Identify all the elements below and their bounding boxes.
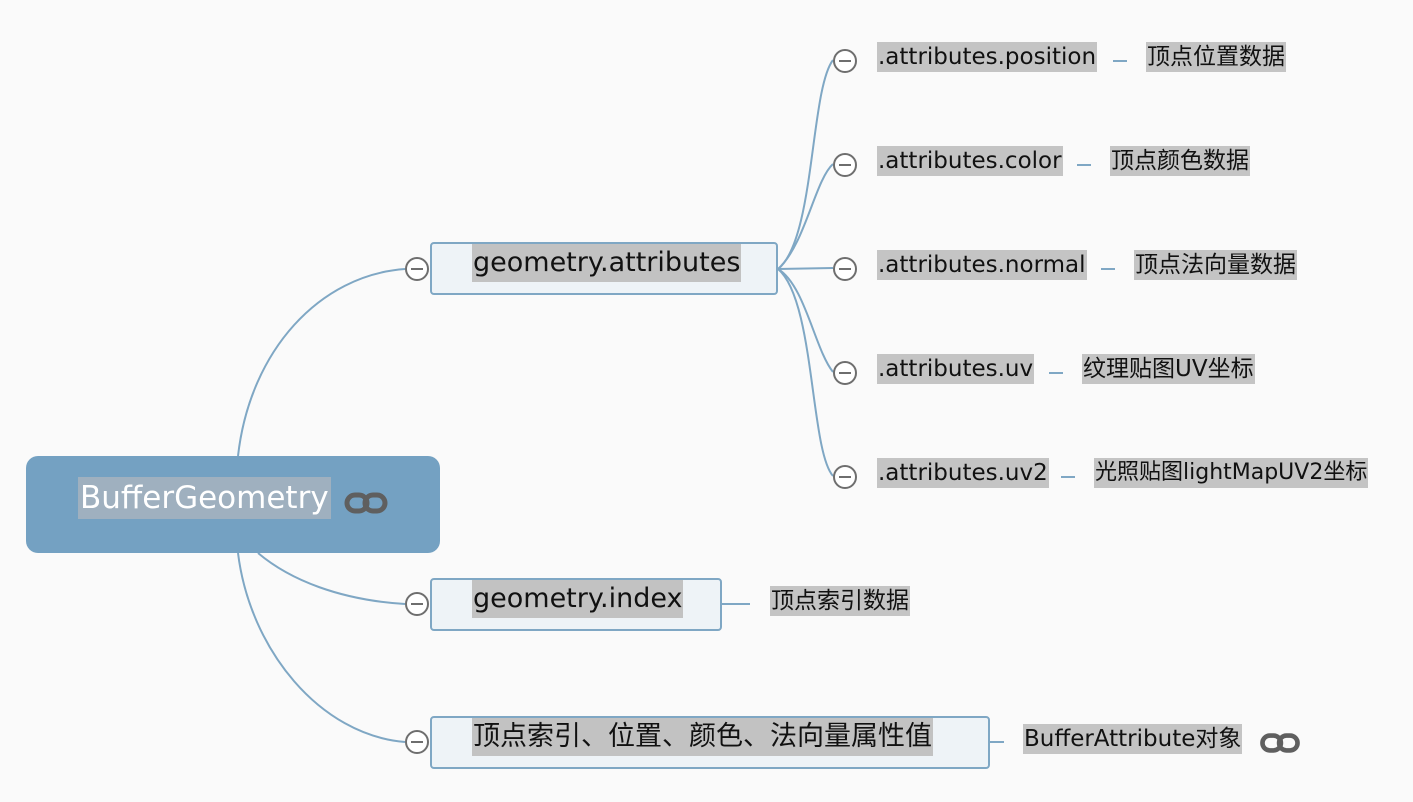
leaf-desc-index[interactable]: 顶点索引数据 xyxy=(770,586,910,616)
leaf-key-normal[interactable]: .attributes.normal xyxy=(877,250,1087,280)
connector-attr-color xyxy=(777,163,834,270)
connector-root-index xyxy=(257,552,406,605)
collapse-toggle-uv[interactable] xyxy=(833,361,857,385)
leaf-key-color[interactable]: .attributes.color xyxy=(877,146,1063,176)
root-node[interactable]: BufferGeometry xyxy=(26,456,440,553)
branch-node-index[interactable]: geometry.index xyxy=(430,578,722,631)
connector-attr-uv2 xyxy=(777,268,834,477)
connector-root-values xyxy=(237,552,406,743)
branch-node-label: geometry.index xyxy=(472,580,684,618)
branch-node-label: 顶点索引、位置、颜色、法向量属性值 xyxy=(472,718,933,756)
collapse-toggle-attributes[interactable] xyxy=(405,257,429,281)
collapse-toggle-position[interactable] xyxy=(833,49,857,73)
collapse-toggle-uv2[interactable] xyxy=(833,465,857,489)
connector-attr-position xyxy=(777,59,834,270)
leaf-desc-buffer-attribute[interactable]: BufferAttribute对象 xyxy=(1023,724,1243,754)
collapse-toggle-color[interactable] xyxy=(833,153,857,177)
branch-node-attributes[interactable]: geometry.attributes xyxy=(430,242,778,295)
leaf-desc-normal[interactable]: 顶点法向量数据 xyxy=(1134,250,1297,280)
connector-root-attributes xyxy=(237,268,406,457)
leaf-key-position[interactable]: .attributes.position xyxy=(877,42,1098,72)
branch-node-values[interactable]: 顶点索引、位置、颜色、法向量属性值 xyxy=(430,716,990,769)
branch-node-label: geometry.attributes xyxy=(472,244,742,282)
leaf-key-uv2[interactable]: .attributes.uv2 xyxy=(877,458,1049,488)
connector-attr-uv xyxy=(777,268,834,373)
link-icon[interactable] xyxy=(1258,731,1302,755)
leaf-desc-color[interactable]: 顶点颜色数据 xyxy=(1110,146,1250,176)
link-icon[interactable] xyxy=(344,490,388,516)
leaf-desc-uv[interactable]: 纹理贴图UV坐标 xyxy=(1082,354,1255,384)
collapse-toggle-index[interactable] xyxy=(405,592,429,616)
collapse-toggle-values[interactable] xyxy=(405,730,429,754)
root-node-label: BufferGeometry xyxy=(78,477,331,519)
collapse-toggle-normal[interactable] xyxy=(833,257,857,281)
leaf-desc-position[interactable]: 顶点位置数据 xyxy=(1146,42,1286,72)
connector-attr-normal xyxy=(777,267,834,270)
leaf-key-uv[interactable]: .attributes.uv xyxy=(877,354,1035,384)
leaf-desc-uv2[interactable]: 光照贴图lightMapUV2坐标 xyxy=(1094,458,1369,488)
